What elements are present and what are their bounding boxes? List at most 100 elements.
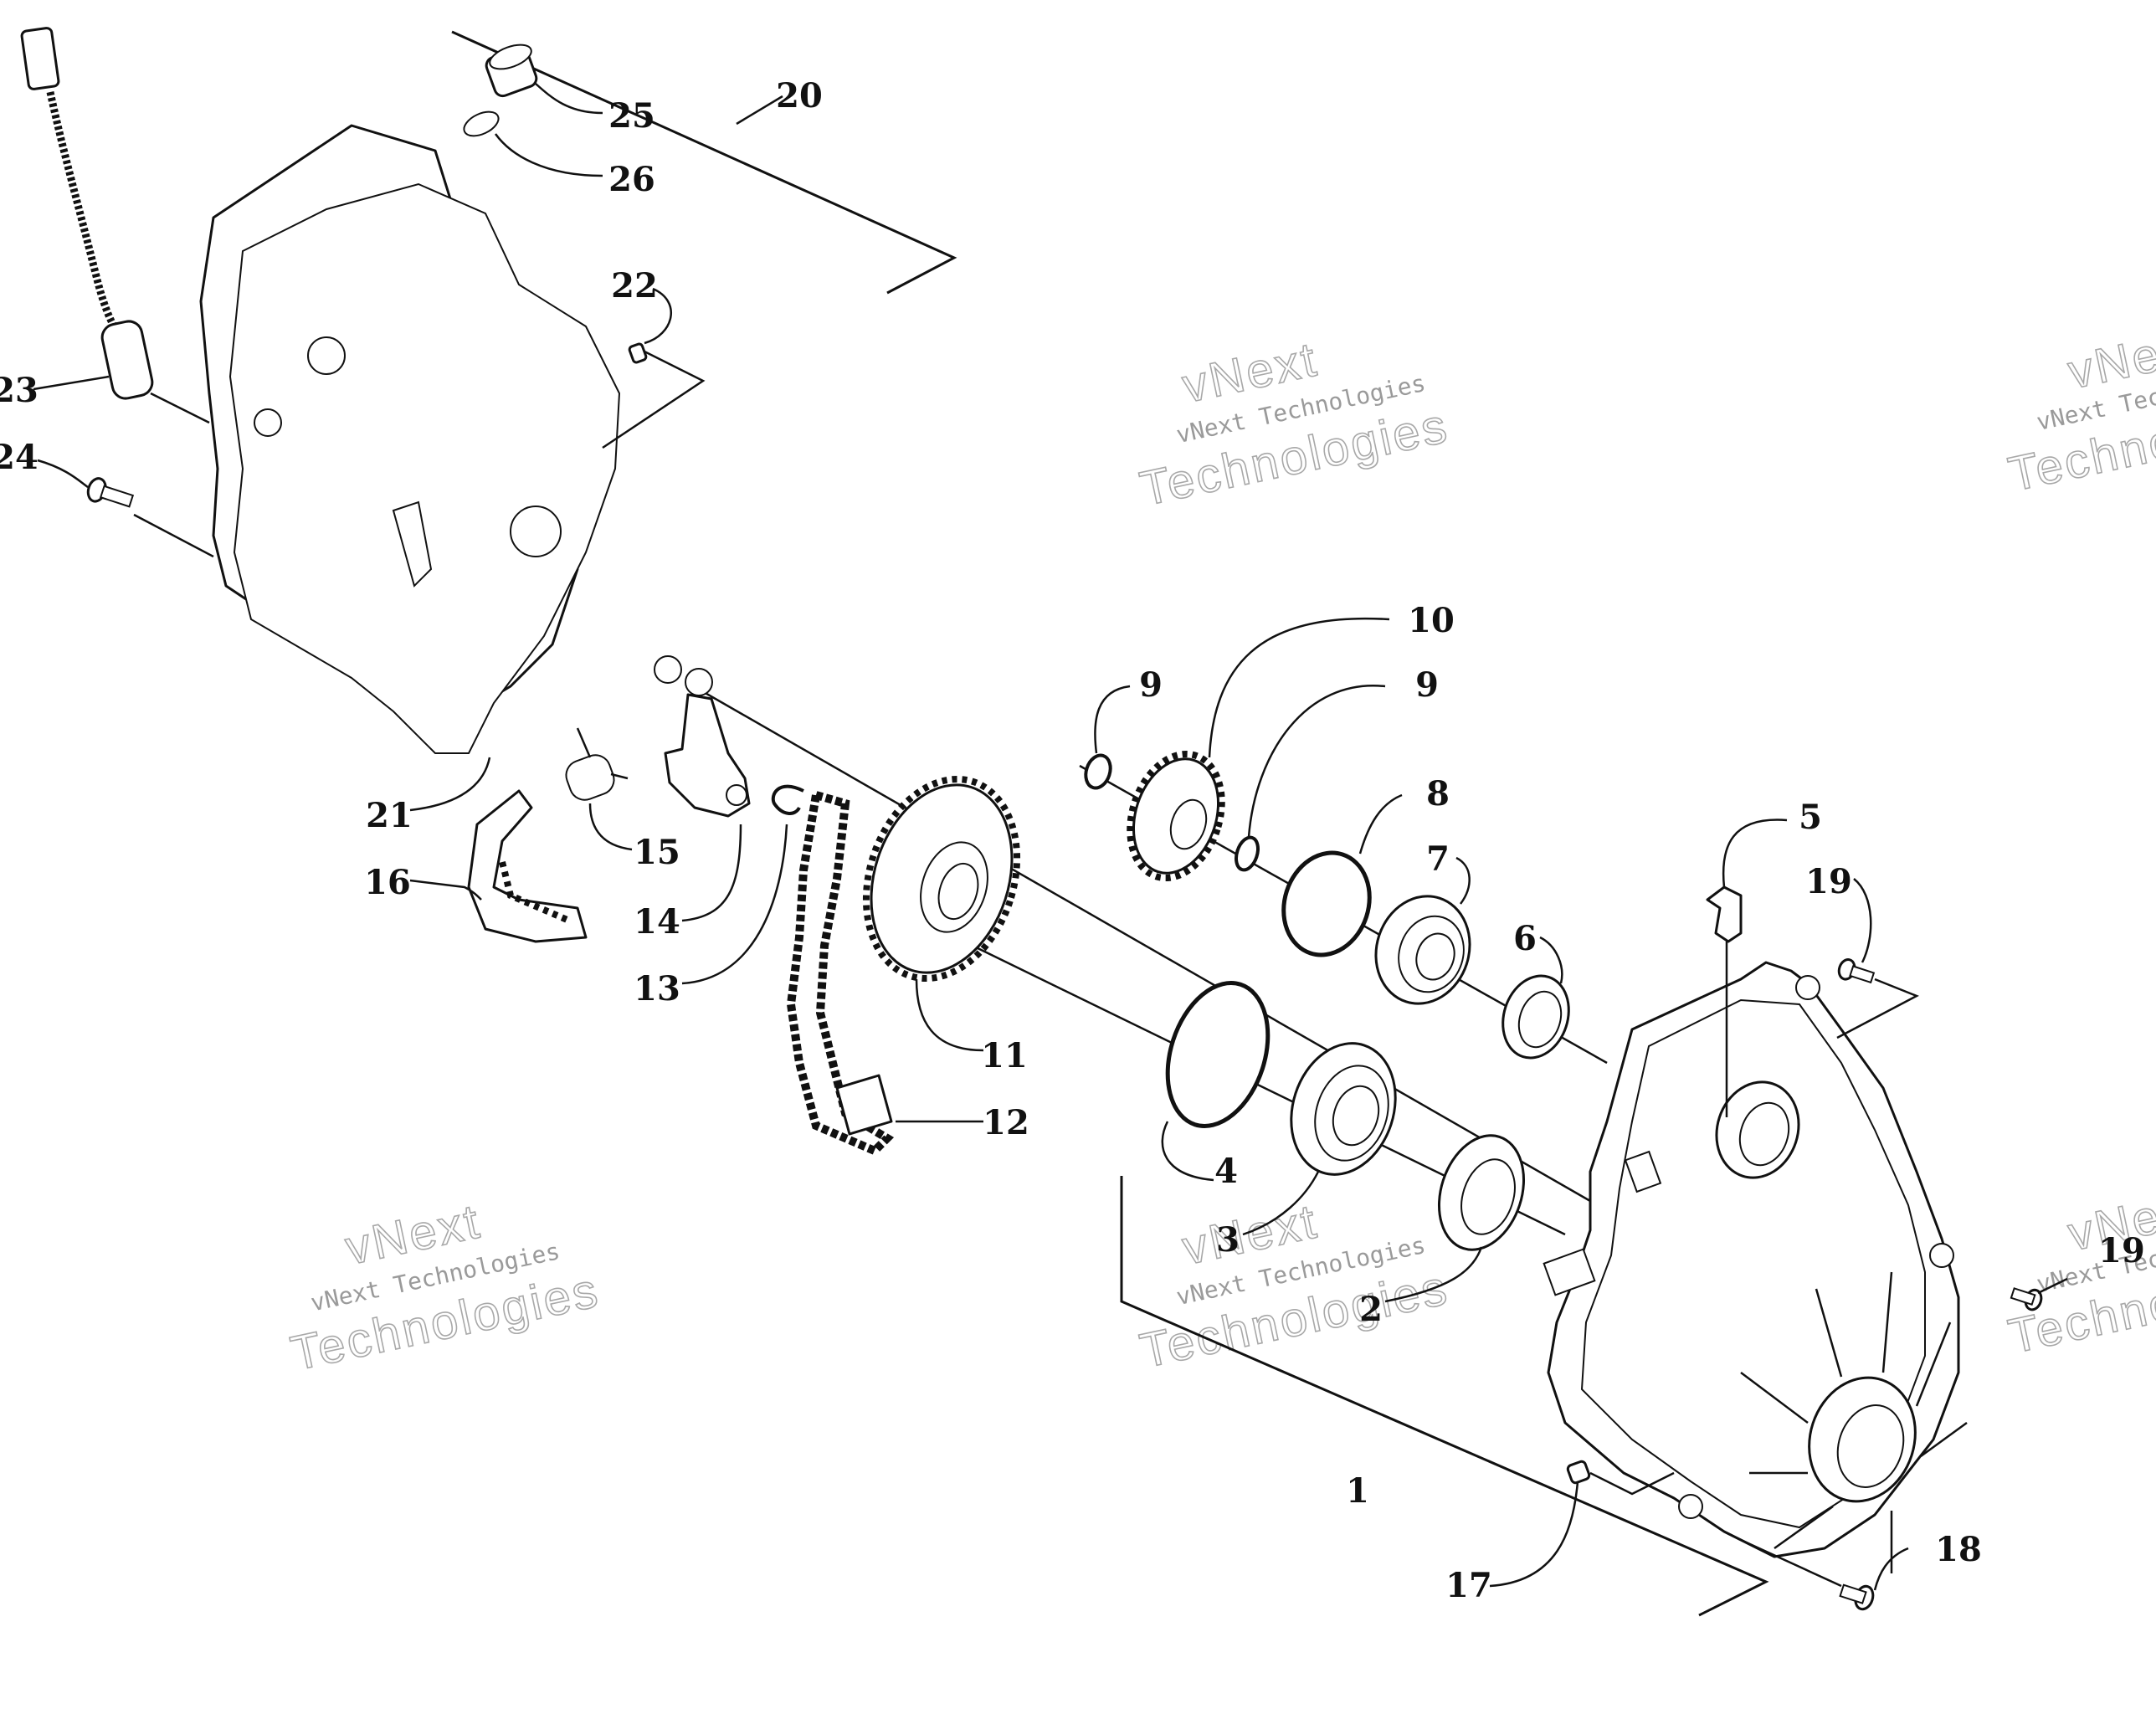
cover-window <box>392 500 433 588</box>
leader-13 <box>681 824 788 985</box>
leader-17 <box>1489 1481 1579 1588</box>
callout-9-right: 9 <box>1415 665 1439 705</box>
gear-bore <box>1169 798 1208 850</box>
watermark-top-center: vNext vNext Technologies Technologies <box>1135 331 1455 517</box>
leader-6 <box>1539 936 1563 984</box>
watermark-bottom-center: vNext vNext Technologies Technologies <box>1135 1193 1455 1379</box>
upper-bearing-bore <box>1415 932 1455 981</box>
callout-21: 21 <box>366 796 413 835</box>
callout-16: 16 <box>364 863 411 902</box>
callout-6: 6 <box>1513 919 1537 958</box>
retaining-ring-13 <box>771 784 804 815</box>
lower-seal-inner <box>1460 1158 1516 1235</box>
leader-15 <box>588 803 633 851</box>
leader-10 <box>1208 617 1390 758</box>
leader-11 <box>915 978 984 1052</box>
snap-ring-8 <box>1281 850 1372 957</box>
cover-boss-3 <box>254 408 282 437</box>
housing-mount-2 <box>1929 1243 1954 1268</box>
bolt-shank <box>99 485 135 508</box>
retaining-ring-9a <box>1084 753 1112 790</box>
callout-14: 14 <box>634 902 680 942</box>
fill-plug-top <box>489 44 532 70</box>
leader-5 <box>1722 819 1788 888</box>
chaincase-cover <box>199 124 621 754</box>
leader-8 <box>1358 793 1403 854</box>
driven-sprocket <box>862 775 1021 983</box>
cover-nut <box>628 342 648 364</box>
cover-bolt <box>86 477 135 508</box>
retaining-ring-9b <box>1235 835 1260 872</box>
lower-seal <box>1437 1134 1526 1251</box>
bolt18-shank <box>1839 1583 1867 1604</box>
callout-20: 20 <box>776 76 823 115</box>
housing-bolt-19a <box>1837 958 1876 984</box>
leader-19b <box>2037 1277 2068 1295</box>
arm-eye-1 <box>654 655 682 684</box>
housing-bolt-18 <box>1839 1583 1875 1611</box>
upper-boss-inner <box>1738 1101 1790 1167</box>
bolt19b-shank <box>2010 1287 2036 1306</box>
fill-plug-o-ring <box>463 110 500 137</box>
axis-line-upper <box>685 680 1591 1203</box>
cover-gasket-21 <box>228 182 621 754</box>
housing-tab-1 <box>1624 1150 1662 1193</box>
housing-tab-2 <box>1543 1248 1596 1296</box>
bracket-20 <box>451 30 957 295</box>
callout-2: 2 <box>1359 1290 1383 1329</box>
leader-24 <box>37 459 89 489</box>
leader-23-to-cover <box>150 392 210 424</box>
callout-3: 3 <box>1216 1220 1240 1260</box>
upper-seal <box>1502 974 1570 1060</box>
leader-16 <box>409 879 482 901</box>
callout-5: 5 <box>1799 798 1822 837</box>
leader-21 <box>409 757 491 812</box>
callout-15: 15 <box>634 833 680 872</box>
callout-12: 12 <box>983 1103 1029 1142</box>
sprocket-bore <box>937 862 979 921</box>
chain-loop <box>786 789 895 1156</box>
chain-end-links <box>835 1074 893 1136</box>
chain-slider-teeth <box>499 861 571 924</box>
leader-7 <box>1455 856 1471 905</box>
leader-4 <box>1161 1121 1214 1182</box>
leader-17-to-housing <box>1589 1471 1675 1496</box>
leader-22 <box>644 287 672 345</box>
tensioner-arm <box>654 655 751 818</box>
watermark-bottom-left: vNext vNext Technologies Technologies <box>285 1193 605 1382</box>
callout-10: 10 <box>1408 601 1455 640</box>
bore-ribs <box>1740 1271 1968 1573</box>
sensor-head <box>100 320 154 400</box>
leader-19a <box>1853 878 1872 963</box>
arm-body <box>664 693 751 818</box>
spring-coil <box>565 754 615 801</box>
fill-plug <box>485 44 538 98</box>
callout-18: 18 <box>1935 1530 1982 1569</box>
tensioner-spring <box>565 727 629 801</box>
snap-ring-4 <box>1165 981 1270 1128</box>
leader-19a-to-housing <box>1836 978 1919 1039</box>
callout-13: 13 <box>634 969 680 1008</box>
upper-seal-inner <box>1517 990 1563 1049</box>
callout-23: 23 <box>0 371 38 410</box>
leader-23 <box>33 375 110 391</box>
leader-3 <box>1242 1171 1320 1236</box>
leader-22-to-cover <box>602 350 706 449</box>
callout-22: 22 <box>611 266 658 305</box>
callout-1: 1 <box>1346 1471 1369 1511</box>
drive-chain <box>786 789 895 1156</box>
sensor-connector <box>20 27 60 90</box>
callout-19-top: 19 <box>1805 862 1852 901</box>
lower-bearing <box>1290 1042 1397 1176</box>
spring-arm <box>576 727 629 780</box>
chain-slider <box>467 789 588 943</box>
leader-14 <box>681 824 742 922</box>
housing-mount-3 <box>1678 1494 1703 1519</box>
callout-26: 26 <box>608 160 655 199</box>
leader-2 <box>1384 1246 1483 1303</box>
leader-18-to-housing <box>1740 1538 1842 1588</box>
leader-9b <box>1247 684 1386 838</box>
callout-7: 7 <box>1426 839 1450 879</box>
leader-25 <box>535 83 603 115</box>
